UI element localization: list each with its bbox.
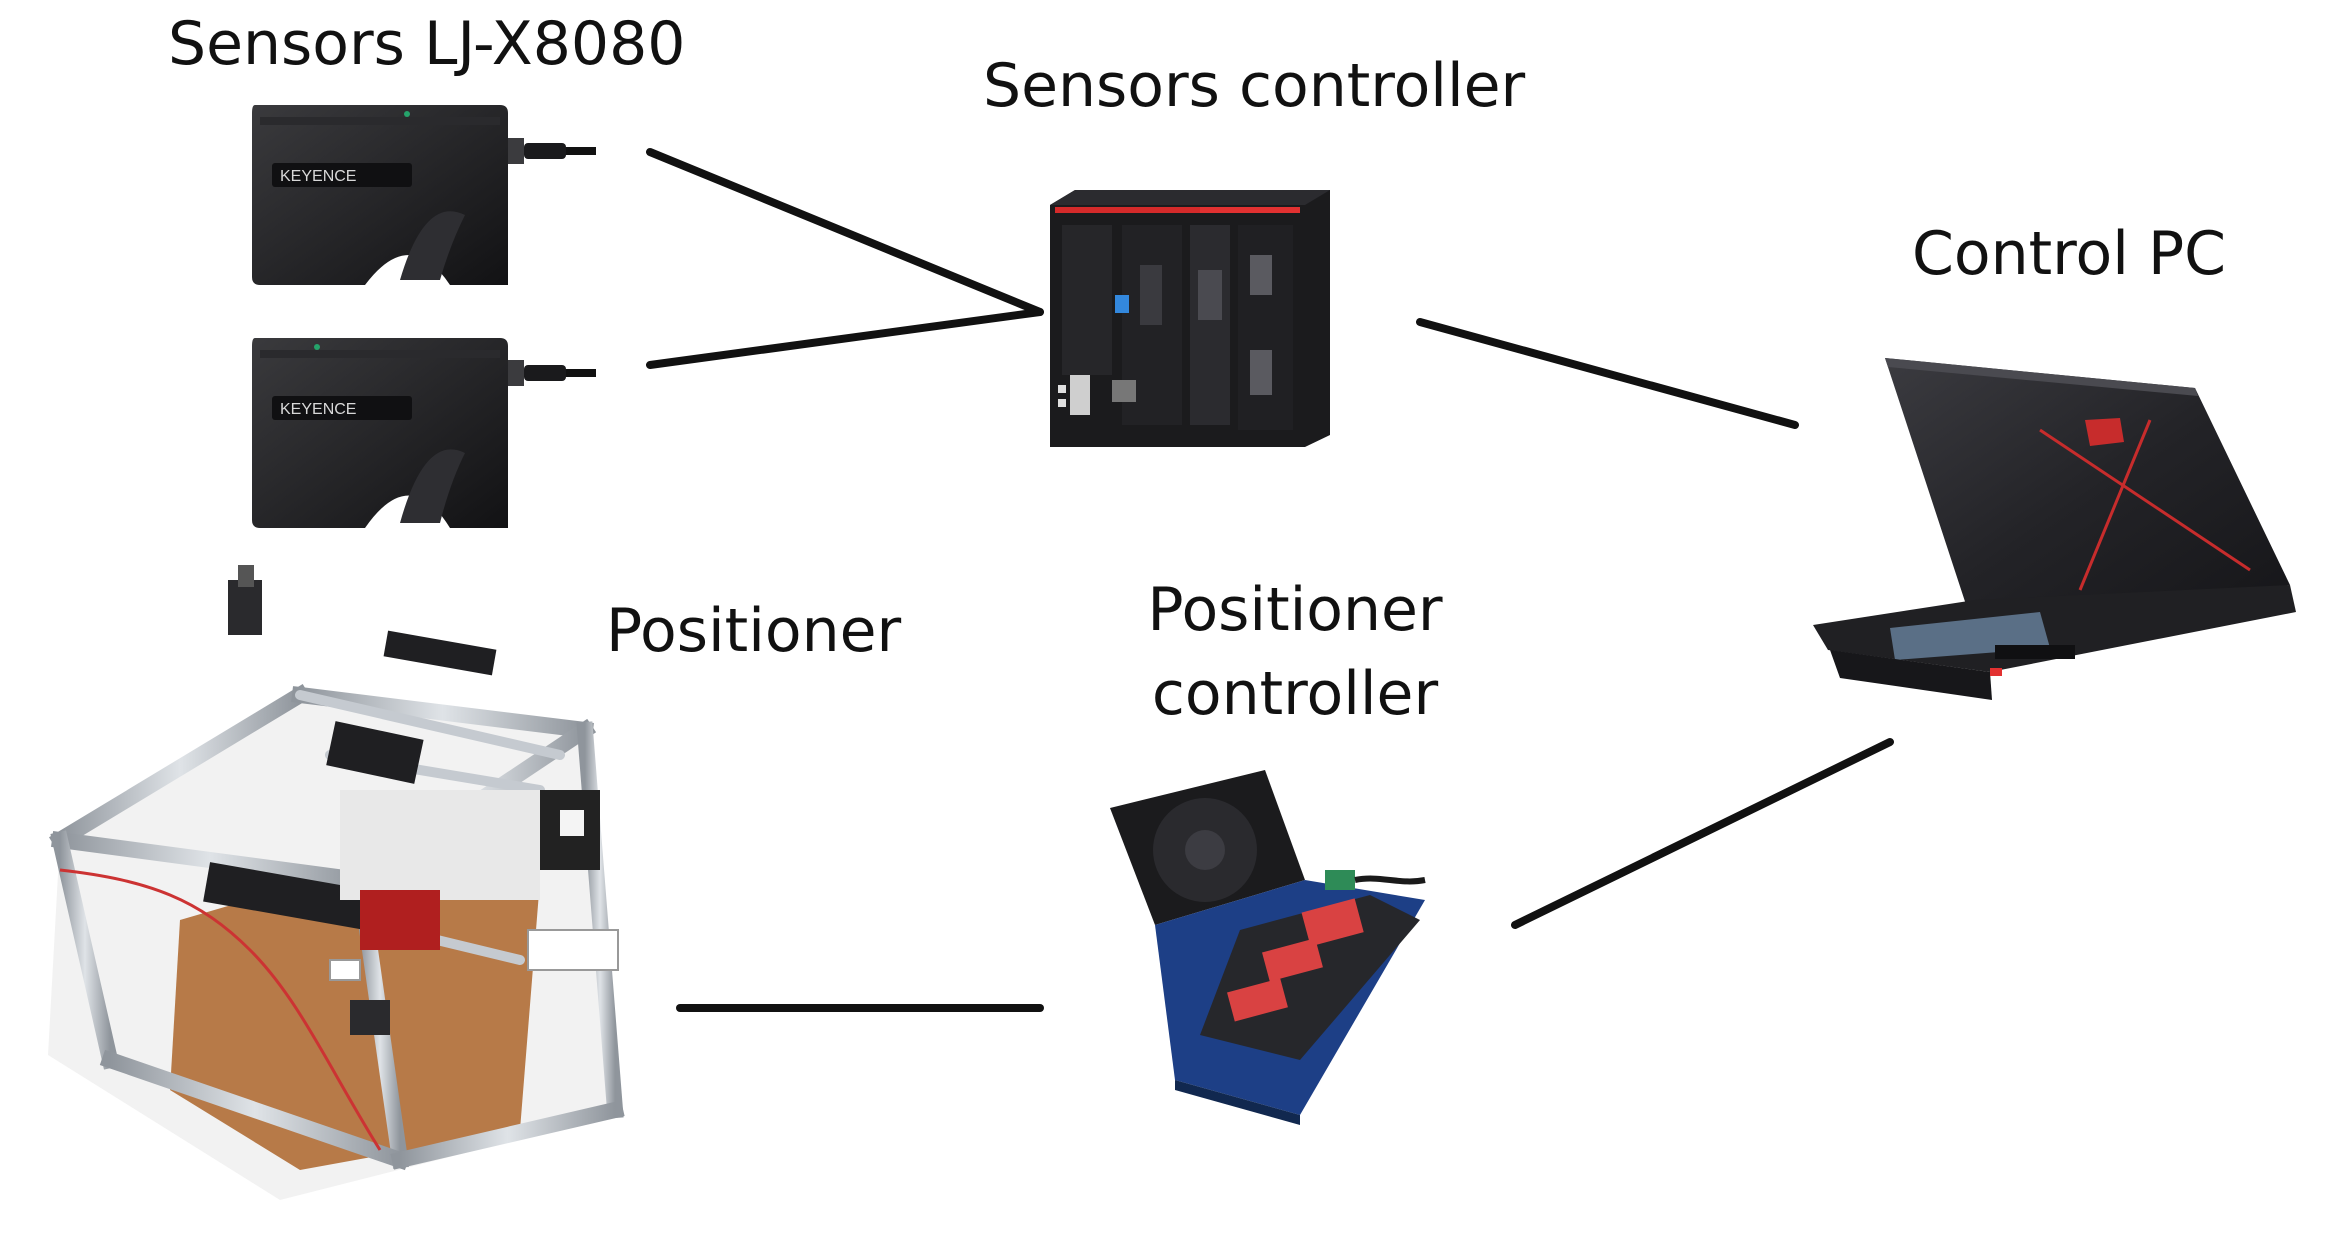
label-positioner-controller-line1: Positioner [1147, 575, 1443, 645]
label-positioner-controller-line2: controller [1151, 659, 1439, 729]
link-sensor1-to-controller [646, 148, 1044, 316]
sensor-device-2: KEYENCE [252, 338, 596, 528]
control-pc-laptop [1813, 358, 2296, 700]
sensor-2-brand: KEYENCE [280, 401, 356, 418]
link-controller-to-pc [1416, 318, 1799, 429]
connection-lines [646, 148, 1894, 1012]
link-positioner-controller-to-pc [1511, 738, 1894, 929]
label-control-pc: Control PC [1912, 219, 2227, 289]
label-sensors-controller: Sensors controller [983, 51, 1526, 121]
link-sensor2-to-controller [646, 308, 1044, 369]
positioner-controller-device [1110, 770, 1426, 1125]
label-positioner: Positioner [606, 596, 902, 666]
sensor-1-brand: KEYENCE [280, 168, 356, 185]
sensor-device-1: KEYENCE [252, 105, 596, 285]
positioner-device [48, 565, 625, 1200]
label-sensors: Sensors LJ-X8080 [168, 9, 686, 79]
sensors-controller-device [1050, 190, 1330, 447]
